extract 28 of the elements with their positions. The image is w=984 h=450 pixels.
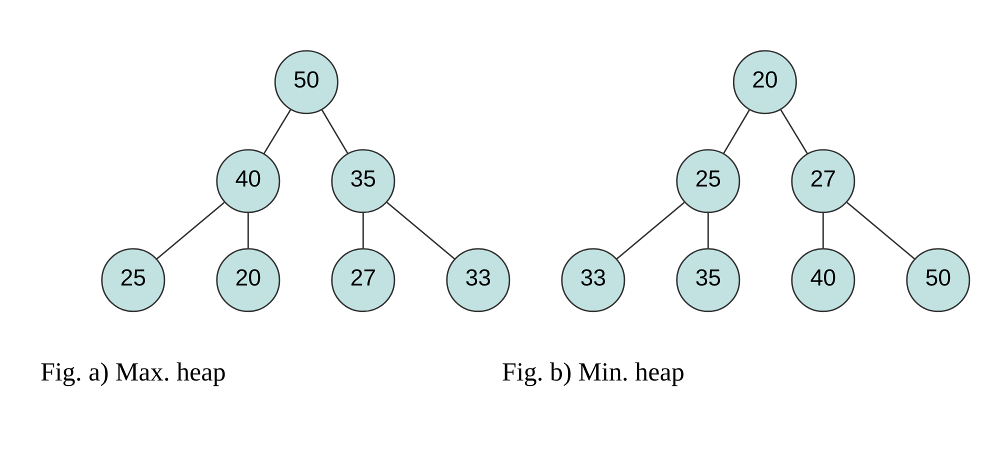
label: Fig. a) Max. heap (40, 356, 226, 386)
node-circle: 33 (446, 248, 510, 312)
connector (321, 108, 348, 154)
connector (846, 201, 916, 260)
connector (156, 201, 225, 260)
node-circle: 40 (216, 148, 280, 213)
label: Fig. b) Min. heap (502, 356, 684, 386)
node-circle: 27 (791, 148, 856, 213)
node-circle: 50 (906, 248, 970, 312)
node-circle: 20 (732, 50, 797, 114)
connector (247, 212, 249, 248)
node-circle: 20 (216, 248, 280, 312)
connector (723, 108, 750, 154)
node-circle: 25 (101, 248, 166, 312)
connector (362, 212, 364, 248)
node-circle: 25 (676, 148, 740, 213)
node-circle: 40 (791, 248, 856, 312)
connector (707, 212, 709, 248)
connector (780, 108, 808, 154)
node-circle: 35 (331, 148, 396, 213)
connector (616, 201, 685, 260)
node-circle: 50 (274, 50, 338, 114)
node-circle: 35 (676, 248, 740, 312)
connector (822, 212, 824, 248)
connector (386, 201, 456, 260)
node-circle: 33 (561, 248, 626, 312)
node-circle: 27 (331, 248, 396, 312)
connector (263, 108, 292, 154)
